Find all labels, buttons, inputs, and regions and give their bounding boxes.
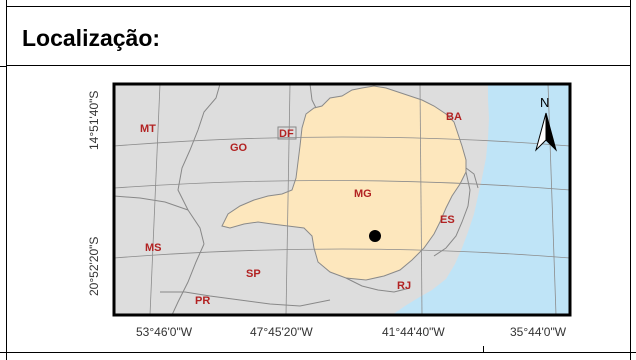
label-sp: SP [246,268,261,280]
map-border [112,82,572,317]
graticule-lat-mid [114,180,570,191]
graticule-lon-3 [419,84,423,315]
label-ms: MS [145,242,162,254]
label-pr: PR [195,295,210,307]
bottom-frame-rule [0,352,636,353]
border-ms-sp [171,243,205,315]
graticule-lat-top [114,136,570,147]
state-borders [114,84,479,315]
lon-label-1: 53°46'0"W [136,325,193,339]
label-rj: RJ [397,280,411,292]
lat-label-bottom: 20°52'20"S [87,237,101,296]
map-content: MT GO DF BA MG ES MS SP RJ PR [114,84,570,315]
lat-label-top: 14°51'40"S [87,91,101,150]
bottom-frame-tick [483,346,484,353]
label-es: ES [440,214,455,226]
state-mg-area [221,85,467,281]
label-go: GO [230,142,248,154]
north-arrow-icon: N [535,95,557,152]
graticule-lon-4 [547,84,557,315]
page-title: Localização: [22,25,161,51]
border-ms-go [114,195,189,211]
study-area-marker [369,230,381,242]
label-mg: MG [354,188,372,200]
north-label: N [540,95,549,110]
graticule-lat-bottom [114,248,570,259]
lon-label-3: 41°44'40"W [382,325,445,339]
ocean-area [392,84,570,315]
state-es-border [433,171,471,257]
graticule-lon-2 [285,84,291,315]
border-pr-sp [160,291,331,307]
label-df: DF [279,128,294,140]
left-frame-rule [6,0,7,360]
border-es-ba [465,167,479,189]
graticule [114,84,570,315]
north-arrow-right-half [545,112,557,152]
label-mt: MT [140,123,156,135]
graticule-lon-1 [149,84,161,315]
left-frame-tick [0,66,7,67]
state-rj-border [345,277,411,293]
lon-label-4: 35°44'0"W [510,325,567,339]
border-mt-go [177,84,221,245]
border-df [277,126,297,140]
label-ba: BA [446,111,462,123]
right-frame-rule [630,0,631,360]
header-box: Localização: [6,6,631,66]
lon-label-2: 47°45'20"W [250,325,313,339]
